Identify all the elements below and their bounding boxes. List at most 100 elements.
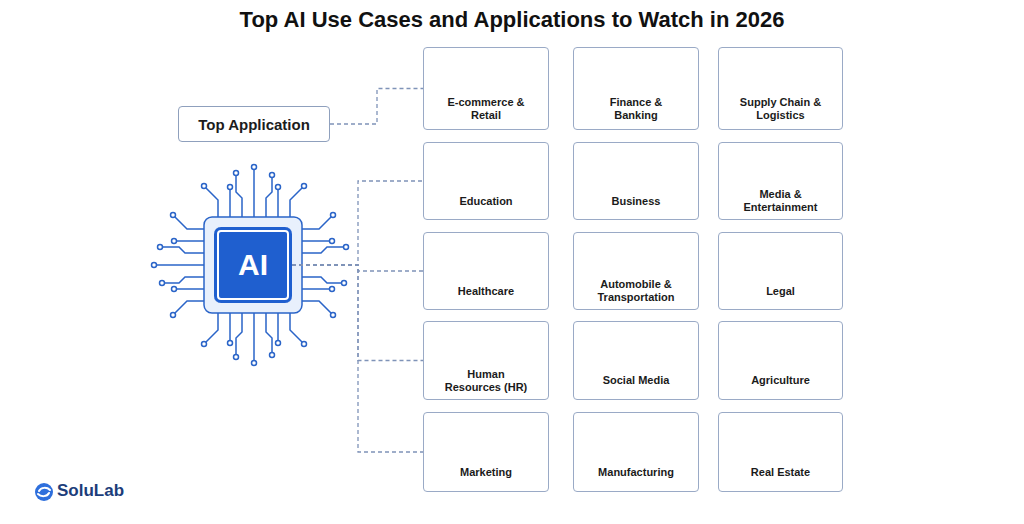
category-box: Agriculture [718, 321, 843, 400]
chip-circuit-part [252, 165, 257, 170]
logo-mark [35, 483, 53, 501]
chip-circuit-part [270, 173, 275, 178]
chip-circuit-part [177, 240, 204, 242]
chip-circuit-part [276, 185, 281, 190]
chip-circuit-part [277, 313, 279, 340]
chip-circuit-part [253, 313, 255, 360]
node-label: Marketing [438, 459, 534, 485]
category-box: Healthcare [423, 232, 549, 310]
chip-circuit-part [175, 301, 204, 313]
chip-circuit-part [171, 313, 176, 318]
category-box: Real Estate [718, 412, 843, 492]
node-label: Healthcare [438, 279, 534, 303]
chip-circuit-part [175, 217, 204, 229]
title: Top AI Use Cases and Applications to Wat… [0, 7, 1024, 33]
chip-circuit-part [290, 188, 302, 217]
chip-circuit-part [302, 277, 341, 283]
node-label: Education [438, 189, 534, 213]
chip-circuit-part [158, 245, 163, 250]
chip-circuit-part [266, 313, 272, 352]
chip-circuit-part [202, 184, 207, 189]
dashed-connector [292, 265, 423, 271]
category-box: Education [423, 142, 549, 220]
node-label: Media & Entertainment [733, 189, 828, 213]
dashed-connector [292, 181, 423, 265]
node-label: Legal [733, 279, 828, 303]
chip-circuit-part [302, 184, 307, 189]
chip-circuit-part [330, 239, 335, 244]
category-box: Human Resources (HR) [423, 321, 549, 400]
chip-circuit-part [236, 176, 242, 217]
category-box: Automobile & Transportation [573, 232, 699, 310]
logo-mark-part [38, 488, 50, 496]
chip-circuit-part [276, 341, 281, 346]
chip-circuit-part [163, 247, 204, 253]
category-box: Legal [718, 232, 843, 310]
chip-circuit-part [229, 313, 231, 340]
chip-circuit-part [331, 213, 336, 218]
category-box: E-commerce & Retail [423, 47, 549, 130]
chip-circuit-part [206, 313, 218, 342]
chip-circuit-part [234, 355, 239, 360]
chip-circuit-part [202, 342, 207, 347]
node-label: Real Estate [733, 459, 828, 485]
chip-circuit-part [236, 313, 242, 354]
category-box: Marketing [423, 412, 549, 492]
chip-circuit-part [302, 247, 343, 253]
chip-circuit-part [302, 301, 331, 313]
chip-circuit-part [253, 170, 255, 217]
dashed-connector [292, 265, 423, 361]
chip-circuit-part [177, 288, 204, 290]
node-label: Social Media [588, 368, 684, 393]
root-box: Top Application [178, 106, 330, 142]
chip-circuit-part [229, 190, 231, 217]
chip-circuit-part [206, 188, 218, 217]
node-label: Agriculture [733, 368, 828, 393]
chip-circuit-part [290, 313, 302, 342]
category-box: Finance & Banking [573, 47, 699, 130]
category-box: Social Media [573, 321, 699, 400]
chip-circuit-part [152, 263, 157, 268]
chip-circuit-part [344, 245, 349, 250]
chip-circuit-part [302, 240, 329, 242]
node-label: Automobile & Transportation [588, 279, 684, 303]
category-box: Manufacturing [573, 412, 699, 492]
chip-circuit-part [172, 239, 177, 244]
chip-circuit-part [342, 281, 347, 286]
category-box: Business [573, 142, 699, 220]
logo-mark-part [35, 483, 53, 501]
node-label: Finance & Banking [588, 94, 684, 123]
chip-circuit-part [330, 287, 335, 292]
chip-circuit-part [204, 217, 302, 313]
chip-circuit-part [228, 185, 233, 190]
chip-circuit-part [234, 171, 239, 176]
chip-circuit-part [270, 353, 275, 358]
node-label: Human Resources (HR) [438, 368, 534, 393]
chip-circuit-part [171, 213, 176, 218]
chip-circuit-part [157, 264, 204, 266]
node-label: Top Application [198, 116, 310, 133]
chip-circuit-part [252, 361, 257, 366]
chip-circuit-part [228, 341, 233, 346]
chip-circuit-part [277, 190, 279, 217]
chip-circuit-part [302, 217, 331, 229]
chip-circuit-part [172, 287, 177, 292]
node-label: E-commerce & Retail [438, 94, 534, 123]
node-label: AI [238, 248, 268, 282]
chip-circuit-part [302, 288, 329, 290]
chip-circuit-part [302, 342, 307, 347]
dashed-connector [292, 265, 423, 452]
node-label: Manufacturing [588, 459, 684, 485]
node-label: Supply Chain & Logistics [733, 94, 828, 123]
category-box: Supply Chain & Logistics [718, 47, 843, 130]
dashed-connector [330, 89, 423, 125]
chip-circuit-part [266, 178, 272, 217]
chip-circuit-part [160, 281, 165, 286]
chip-circuit-part [165, 277, 204, 283]
node-label: Business [588, 189, 684, 213]
brand-logo: SoluLab [57, 481, 124, 501]
category-box: Media & Entertainment [718, 142, 843, 220]
chip-circuit [152, 165, 349, 366]
chip-circuit-part [331, 313, 336, 318]
